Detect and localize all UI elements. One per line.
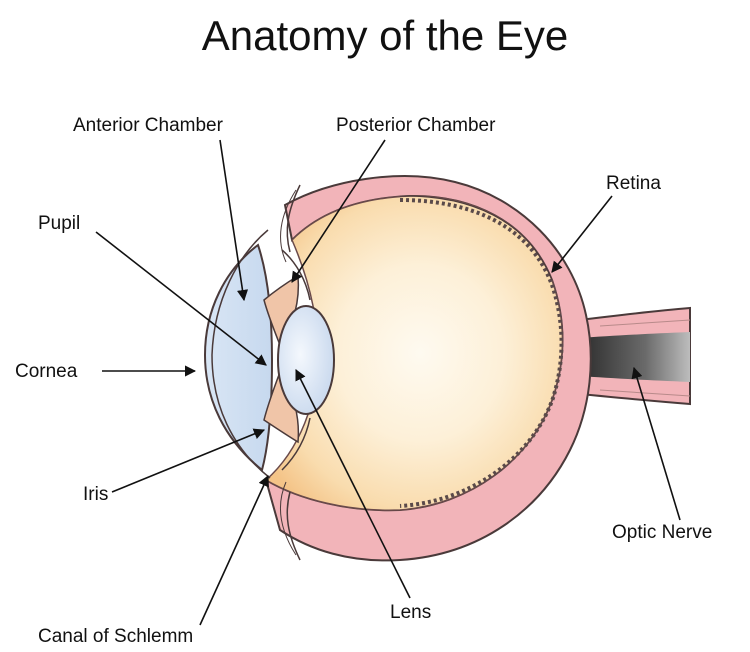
label-iris: Iris	[83, 484, 108, 505]
label-lens: Lens	[390, 602, 431, 623]
label-pupil: Pupil	[38, 213, 80, 234]
leader-retina	[552, 196, 612, 272]
label-retina: Retina	[606, 173, 661, 194]
label-posterior-chamber: Posterior Chamber	[336, 115, 496, 136]
page-title: Anatomy of the Eye	[202, 12, 569, 59]
label-cornea: Cornea	[15, 361, 78, 382]
cornea	[205, 245, 272, 470]
lens	[278, 306, 334, 414]
label-anterior-chamber: Anterior Chamber	[73, 115, 224, 136]
leader-iris	[112, 430, 264, 492]
label-optic-nerve: Optic Nerve	[612, 522, 712, 543]
label-canal-of-schlemm: Canal of Schlemm	[38, 626, 193, 647]
leader-canal-of-schlemm	[200, 476, 268, 625]
